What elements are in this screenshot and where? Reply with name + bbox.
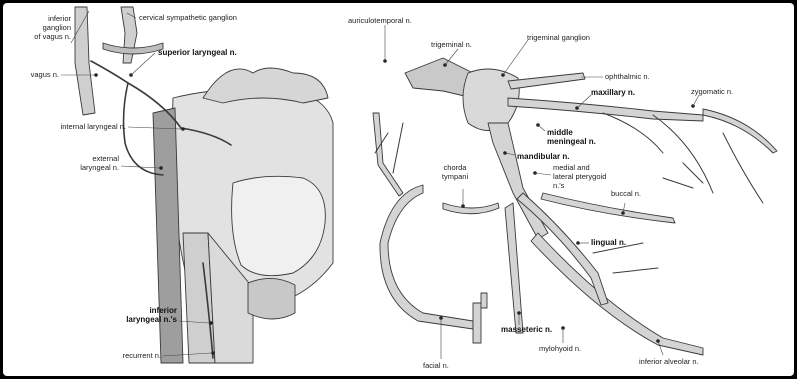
label-recurrent-nerve: recurrent n. — [93, 351, 161, 360]
label-inferior-ganglion-of-vagus: inferior ganglion of vagus n. — [11, 14, 71, 41]
label-maxillary-nerve: maxillary n. — [591, 88, 635, 97]
label-cervical-sympathetic-ganglion: cervical sympathetic ganglion — [139, 13, 237, 22]
label-masseteric-nerve: masseteric n. — [501, 325, 552, 334]
label-vagus-nerve: vagus n. — [3, 70, 59, 79]
label-buccal-nerve: buccal n. — [611, 189, 641, 198]
label-trigeminal-nerve: trigeminal n. — [431, 40, 472, 49]
inferior-laryngeal-marker — [209, 321, 213, 325]
figure-panel: inferior ganglion of vagus n. cervical s… — [3, 3, 794, 376]
label-ophthalmic-nerve: ophthalmic n. — [605, 72, 650, 81]
internal-laryngeal-marker — [181, 127, 185, 131]
label-superior-laryngeal-nerve: superior laryngeal n. — [158, 48, 237, 57]
label-lingual-nerve: lingual n. — [591, 238, 626, 247]
external-laryngeal-marker — [159, 166, 163, 170]
label-facial-nerve: facial n. — [423, 361, 449, 370]
label-middle-meningeal-nerve: middle meningeal n. — [547, 128, 596, 146]
label-chorda-tympani: chorda tympani — [435, 163, 475, 181]
label-auriculotemporal-nerve: auriculotemporal n. — [348, 16, 412, 25]
label-zygomatic-nerve: zygomatic n. — [691, 87, 733, 96]
label-trigeminal-ganglion: trigeminal ganglion — [527, 33, 590, 42]
label-internal-laryngeal-nerve: internal laryngeal n. — [23, 122, 126, 131]
label-mylohyoid-nerve: mylohyoid n. — [539, 344, 581, 353]
recurrent-marker — [211, 351, 215, 355]
label-mandibular-nerve: mandibular n. — [517, 152, 569, 161]
label-inferior-laryngeal-nerves: inferior laryngeal n.'s — [103, 306, 177, 324]
vagus-marker — [94, 73, 98, 77]
label-external-laryngeal-nerve: external laryngeal n. — [53, 154, 119, 172]
label-pterygoid-nerves: medial and lateral pterygoid n.'s — [553, 163, 606, 190]
label-inferior-alveolar-nerve: inferior alveolar n. — [639, 357, 699, 366]
